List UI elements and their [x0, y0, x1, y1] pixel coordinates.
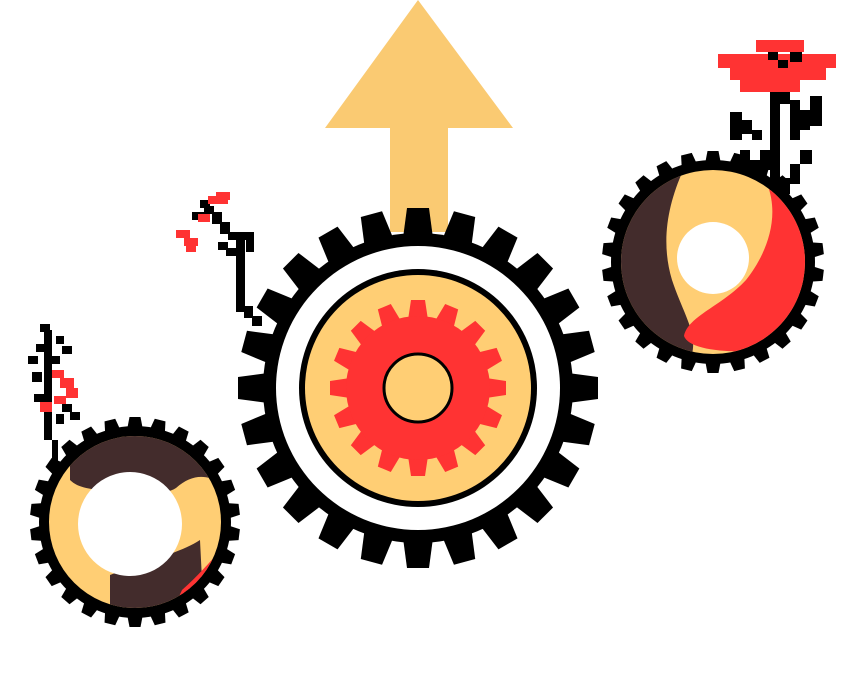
gear-tooth — [789, 194, 808, 213]
sprout-pixel — [40, 402, 52, 412]
gear-tooth — [190, 585, 209, 605]
sprout-pixel — [176, 230, 190, 238]
gear-tooth — [350, 429, 377, 456]
gear-tooth — [190, 439, 209, 459]
small-gear-icon-right — [602, 151, 824, 373]
sprout-pixel — [790, 164, 800, 184]
sprout-pixel — [212, 212, 222, 224]
sprout-pixel — [226, 248, 236, 256]
gear-tooth — [635, 175, 655, 194]
sprout-pixel — [246, 240, 254, 252]
sprout-pixel — [752, 130, 762, 140]
gear-tooth — [459, 320, 486, 347]
gear-tooth — [61, 439, 80, 459]
gear-tooth — [771, 330, 791, 349]
sprout-pixel — [28, 356, 38, 364]
sprout-pixel — [52, 440, 58, 470]
sprout-pixel — [36, 344, 46, 352]
sprout-pixel — [62, 346, 72, 354]
sprout-pixel — [218, 242, 228, 250]
sprout-pixel — [750, 160, 760, 170]
sprout-pixel — [730, 112, 742, 140]
sprout-pixel — [768, 52, 778, 60]
gear-tooth — [513, 252, 554, 293]
sprout-pixel — [778, 60, 788, 68]
sprout-pixel — [220, 222, 230, 234]
sprout-pixel — [756, 40, 804, 52]
gear-tooth — [403, 538, 433, 568]
gear-tooth — [238, 373, 268, 403]
sprout-pixel — [800, 110, 810, 130]
sprout-pixel — [742, 120, 752, 134]
gear-tooth — [618, 194, 637, 213]
sprout-pixel — [54, 396, 66, 404]
sprout-pixel — [252, 316, 262, 326]
sprout-pixel — [198, 214, 210, 222]
sprout-pixel — [184, 238, 198, 246]
gear-tooth — [789, 311, 808, 330]
sprout-pixel — [60, 378, 74, 388]
sprout-pixel — [56, 336, 64, 344]
sprout-pixel — [52, 370, 64, 378]
gear-tooth — [61, 585, 80, 605]
sprout-pixel — [200, 200, 210, 208]
sprout-pixel — [236, 232, 245, 312]
sprout-pixel — [34, 394, 44, 402]
gear-tooth — [350, 320, 377, 347]
gear-tooth — [635, 330, 655, 349]
gear-tooth — [45, 567, 64, 587]
gear-hub — [382, 352, 454, 424]
sprout-pixel — [800, 150, 812, 164]
sprout-pixel — [740, 80, 800, 92]
sprout-pixel — [760, 150, 770, 170]
pixel-sprout-icon — [718, 40, 836, 194]
sprout-pixel — [44, 330, 52, 440]
sprout-pixel — [216, 192, 230, 200]
sprout-pixel — [62, 404, 72, 412]
sprout-pixel — [32, 372, 42, 382]
gear-tooth — [282, 483, 323, 524]
gear-tooth — [206, 457, 225, 477]
sprout-pixel — [40, 324, 50, 332]
sprout-pixel — [790, 52, 802, 62]
gear-tooth — [403, 208, 433, 238]
sprout-pixel — [810, 96, 822, 126]
gear-tooth — [408, 300, 428, 320]
sprout-pixel — [770, 90, 780, 190]
red-swirl — [684, 170, 805, 352]
sprout-pixel — [780, 90, 790, 104]
gear-tooth — [513, 483, 554, 524]
sprout-pixel — [718, 54, 836, 68]
pixel-sprout-icon — [176, 192, 262, 326]
sprout-pixel — [730, 68, 826, 80]
sprout-pixel — [66, 388, 78, 398]
gear-tooth — [282, 252, 323, 293]
gear-tooth — [408, 456, 428, 476]
gear-tooth — [568, 373, 598, 403]
large-gear-icon — [238, 208, 598, 568]
sprout-pixel — [790, 100, 800, 140]
sprout-pixel — [56, 414, 64, 424]
sprout-pixel — [244, 306, 253, 318]
sprout-pixel — [228, 232, 254, 240]
large-gear-teeth — [238, 208, 598, 568]
sprout-pixel — [780, 178, 790, 194]
sprout-pixel — [70, 412, 80, 420]
gear-tooth — [486, 378, 506, 398]
sprout-pixel — [186, 246, 196, 252]
sprout-pixel — [740, 150, 750, 170]
up-arrow-icon — [325, 0, 513, 232]
gear-tooth — [206, 567, 225, 587]
sprout-pixel — [204, 206, 214, 214]
sprout-pixel — [50, 356, 60, 364]
small-gear-icon-left — [30, 417, 240, 627]
gear-tooth — [330, 378, 350, 398]
pixel-sprout-icon — [28, 324, 80, 470]
gear-tooth — [618, 311, 637, 330]
gear-tooth — [459, 429, 486, 456]
